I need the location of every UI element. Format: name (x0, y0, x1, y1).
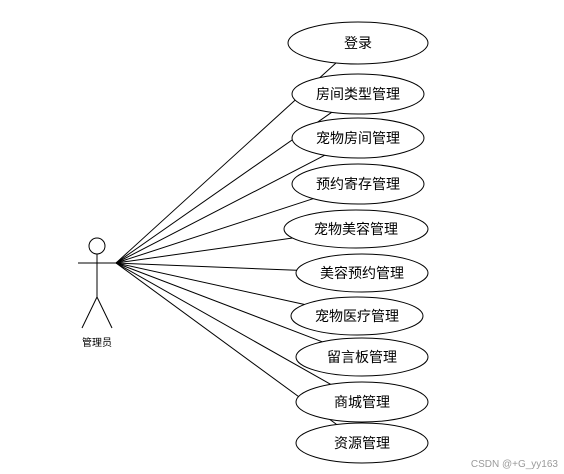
use-case-9: 商城管理 (295, 381, 429, 423)
association-line-4 (115, 198, 314, 264)
use-case-ellipse (291, 73, 425, 115)
use-cases: 登录房间类型管理宠物房间管理预约寄存管理宠物美容管理美容预约管理宠物医疗管理留言… (283, 21, 429, 464)
actor-left-leg (81, 296, 98, 329)
association-line-8 (115, 262, 323, 343)
actor-label: 管理员 (82, 336, 112, 349)
use-case-ellipse (291, 117, 425, 159)
use-case-label: 房间类型管理 (316, 87, 400, 103)
association-line-7 (115, 262, 305, 305)
use-case-1: 登录 (287, 21, 429, 65)
use-case-3: 宠物房间管理 (291, 117, 425, 159)
use-case-label: 宠物房间管理 (316, 131, 400, 147)
actor-head (88, 237, 106, 255)
use-case-ellipse (295, 253, 429, 293)
use-case-label: 资源管理 (334, 436, 390, 452)
use-case-ellipse (295, 422, 429, 464)
association-line-6 (115, 262, 297, 271)
use-case-ellipse (295, 381, 429, 423)
use-case-label: 美容预约管理 (320, 265, 404, 282)
watermark: CSDN @+G_yy163 (470, 459, 558, 470)
use-case-label: 登录 (344, 36, 372, 52)
use-case-ellipse (295, 337, 429, 377)
use-case-6: 美容预约管理 (295, 253, 429, 293)
use-case-label: 商城管理 (334, 395, 390, 411)
actor-admin: 管理员 (78, 237, 116, 349)
use-case-ellipse (283, 209, 429, 249)
use-case-ellipse (287, 21, 429, 65)
association-line-3 (115, 154, 325, 264)
use-case-4: 预约寄存管理 (291, 163, 425, 205)
association-line-5 (115, 237, 293, 264)
use-case-2: 房间类型管理 (291, 73, 425, 115)
use-case-ellipse (291, 163, 425, 205)
actor-right-leg (96, 296, 113, 329)
association-lines (115, 62, 337, 425)
use-case-ellipse (290, 296, 424, 336)
use-case-label: 宠物医疗管理 (315, 309, 399, 325)
use-case-label: 预约寄存管理 (316, 176, 400, 193)
association-line-9 (115, 262, 332, 385)
use-case-10: 资源管理 (295, 422, 429, 464)
use-case-8: 留言板管理 (295, 337, 429, 377)
use-case-7: 宠物医疗管理 (290, 296, 424, 336)
use-case-label: 宠物美容管理 (314, 221, 398, 238)
use-case-label: 留言板管理 (327, 350, 397, 366)
use-case-5: 宠物美容管理 (283, 209, 429, 249)
